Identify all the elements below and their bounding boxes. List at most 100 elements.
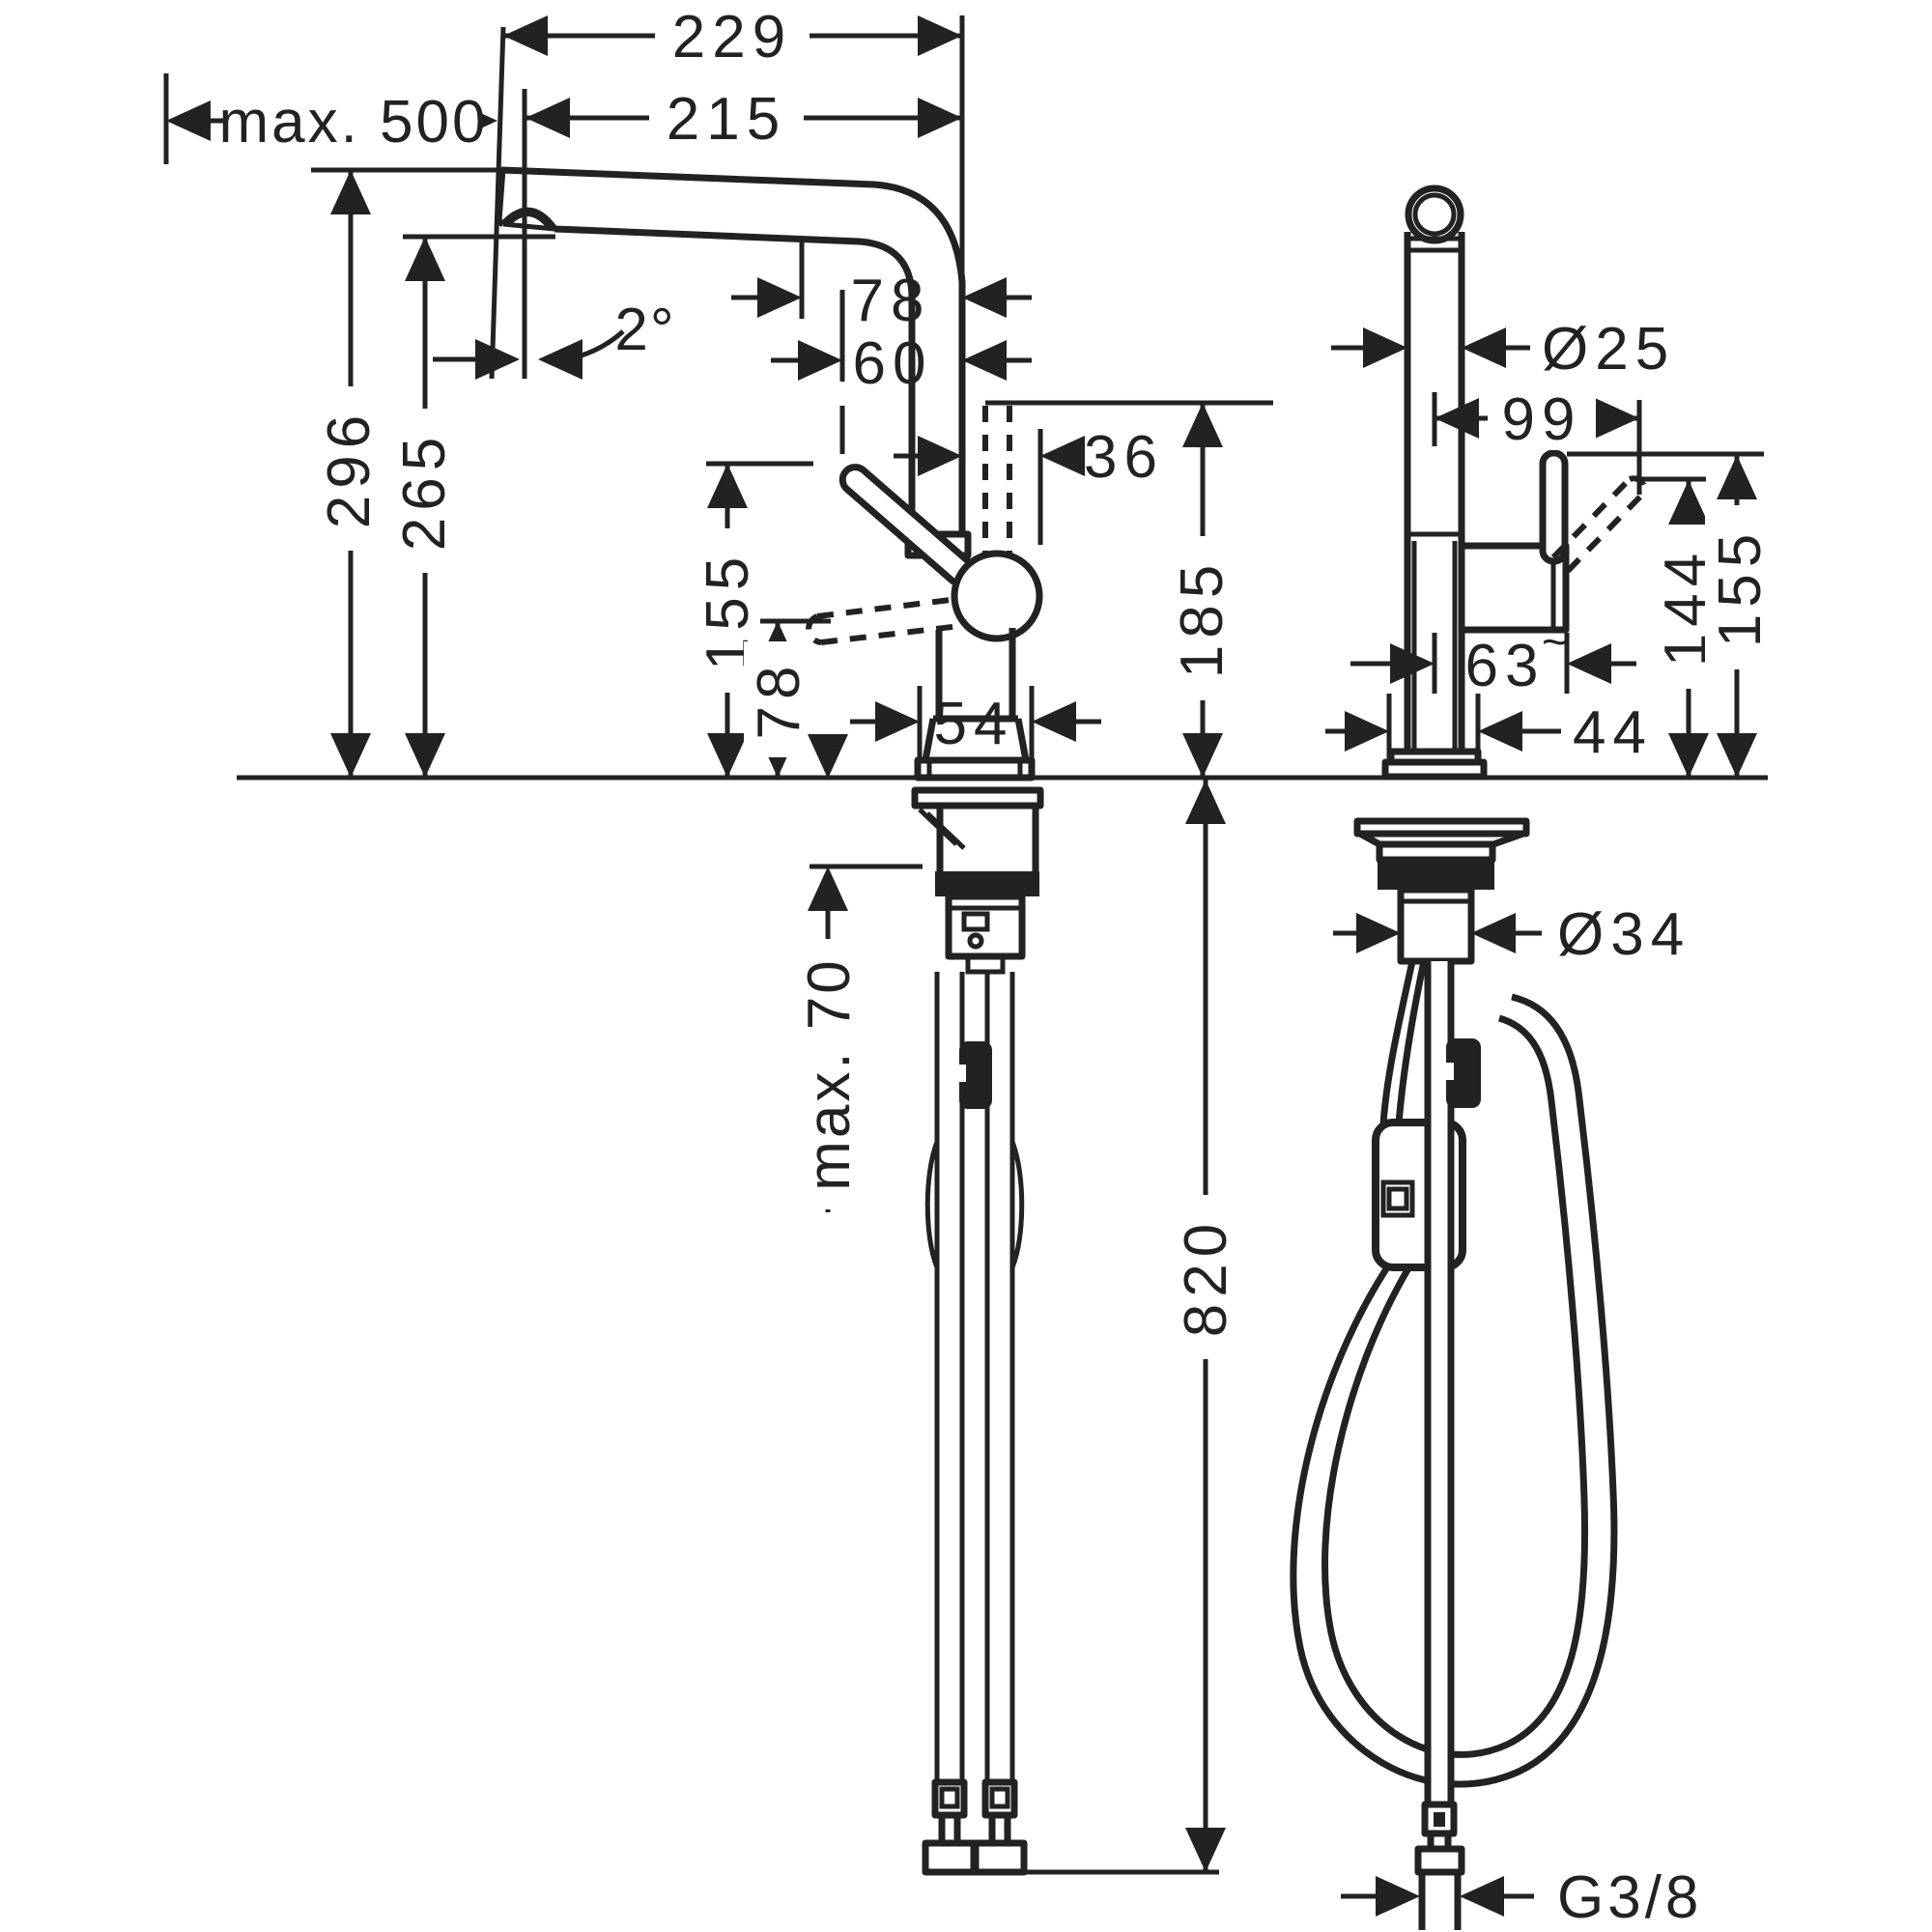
arrowhead (1668, 733, 1709, 778)
handle-pivot-sphere (951, 550, 1043, 642)
arrowhead (1567, 643, 1611, 684)
arrowhead (1040, 436, 1085, 476)
pipe-inner-lines (1411, 541, 1458, 750)
hose-connector-left (922, 1778, 978, 1876)
dim-label-approx: ~ (1542, 616, 1568, 667)
arrowhead (1717, 455, 1757, 499)
dim-label-proj-handle-mid: 60 (853, 330, 933, 397)
dim-label-swivel-angle: 2° (614, 297, 675, 363)
handle-lever-alt-cap (806, 613, 822, 645)
side-hose-coupling-notch (1446, 1063, 1454, 1080)
arrowhead (166, 100, 211, 141)
ext-base-width (917, 686, 1035, 759)
arrowhead (798, 340, 842, 381)
arrowhead (1717, 733, 1757, 778)
mount-nut (935, 871, 1039, 896)
dimensions-front: 229 215 max. 500 2° 296 265 (163, 4, 1273, 1875)
arrowhead (962, 340, 1007, 381)
arrowhead (1182, 733, 1223, 778)
dim-label-deck-thickness: max. 70 (796, 957, 863, 1191)
hose-connector-right (972, 1778, 1028, 1876)
arrowhead (1471, 913, 1516, 953)
dim-label-shank-diameter: Ø34 (1557, 901, 1690, 968)
arrowhead (1460, 1876, 1504, 1917)
g38-connector (1414, 1801, 1465, 1930)
dim-label-clearance: 185 (1169, 558, 1236, 678)
escutcheon (914, 756, 1036, 781)
handle-lever-alt-top (816, 596, 959, 619)
hose-coupling-notch (959, 1065, 966, 1082)
handle-lever (838, 464, 977, 587)
arrowhead (1032, 701, 1076, 742)
dim-label-height-total: 296 (316, 409, 383, 528)
dim-label-handle-top-group: 155 (1705, 505, 1774, 669)
arrowhead (1595, 398, 1639, 439)
dim-label-height-total-group: 296 (314, 386, 383, 551)
dim-label-hose-length: 820 (1173, 1217, 1239, 1337)
dim-label-escutcheon-width: 44 (1573, 699, 1653, 766)
dim-label-clearance-group: 185 (1167, 536, 1236, 700)
arrowhead (405, 733, 445, 778)
arrowhead (1435, 398, 1479, 439)
handle-lever-alt-bottom (820, 623, 961, 645)
arrowhead (875, 701, 920, 742)
dim-label-handle-height-group: 155 (693, 528, 761, 693)
label-bg (228, 89, 479, 153)
ext-lines (1432, 633, 1570, 694)
spout-bottom-outline (554, 225, 916, 534)
body-column (935, 628, 1016, 719)
arrowhead (808, 867, 848, 911)
arrowhead (1462, 327, 1506, 368)
arrowhead (1376, 1876, 1420, 1917)
straight-hose-fill (1431, 961, 1448, 1804)
dimensions-side: Ø25 99 144 155 63 ~ (1325, 316, 1774, 1931)
dim-label-max-wall: max. 500 (218, 89, 488, 156)
arrowhead (1478, 711, 1522, 752)
aerator-inner (507, 212, 552, 230)
arrowhead (330, 170, 371, 214)
arrowhead (707, 733, 748, 778)
hose-manifold (965, 953, 1006, 975)
base-cone (922, 715, 1030, 761)
shank-dot (967, 932, 984, 950)
arrowhead (918, 15, 962, 56)
arrowhead (808, 734, 848, 779)
label-bg (655, 4, 810, 68)
dim-label-handle-top-height: 155 (1707, 527, 1774, 647)
arrowhead (526, 98, 570, 138)
shank-detail (961, 911, 990, 932)
arrowhead (918, 436, 962, 476)
dim-label-reach-spout: 215 (667, 86, 786, 153)
hose-loop-inner (1321, 1014, 1589, 1758)
dim-label-hose-length-group: 820 (1171, 1195, 1239, 1359)
dim-label-proj-handle-open: 78 (851, 268, 931, 334)
label-bg (649, 86, 804, 150)
aerator-base (502, 221, 555, 232)
aerator-outer (500, 207, 557, 232)
dim-label-connection-thread: G3/8 (1557, 1864, 1702, 1931)
spray-head-cap-inner (1412, 192, 1457, 237)
arrowhead (1182, 403, 1223, 447)
dim-label-handle-low-height: 78 (746, 660, 812, 740)
dim-label-reach-overall: 229 (672, 4, 792, 71)
side-handle-alt (1550, 476, 1646, 574)
arrowhead (707, 464, 748, 508)
side-nut (1378, 860, 1494, 890)
hose-to-weight (1379, 960, 1428, 1124)
dim-label-pipe-diameter: Ø25 (1542, 316, 1675, 383)
arrowhead (503, 15, 548, 56)
arrowhead (918, 98, 962, 138)
dim-label-height-outlet-group: 265 (389, 409, 458, 573)
dim-label-height-outlet: 265 (391, 431, 458, 551)
arrowhead (757, 277, 802, 318)
side-escutcheon-base (1381, 758, 1488, 781)
side-hose-coupling (1446, 1038, 1481, 1108)
dim-label-deck-group: max. 70 (794, 939, 863, 1209)
arrowhead (405, 237, 445, 281)
dim-label-body-depth: 63 (1465, 633, 1546, 699)
arrowhead (330, 733, 371, 778)
dim-label-handle-reach: 99 (1502, 386, 1582, 453)
ext-spout-tip (489, 26, 506, 380)
hose-coupling (959, 1041, 992, 1109)
